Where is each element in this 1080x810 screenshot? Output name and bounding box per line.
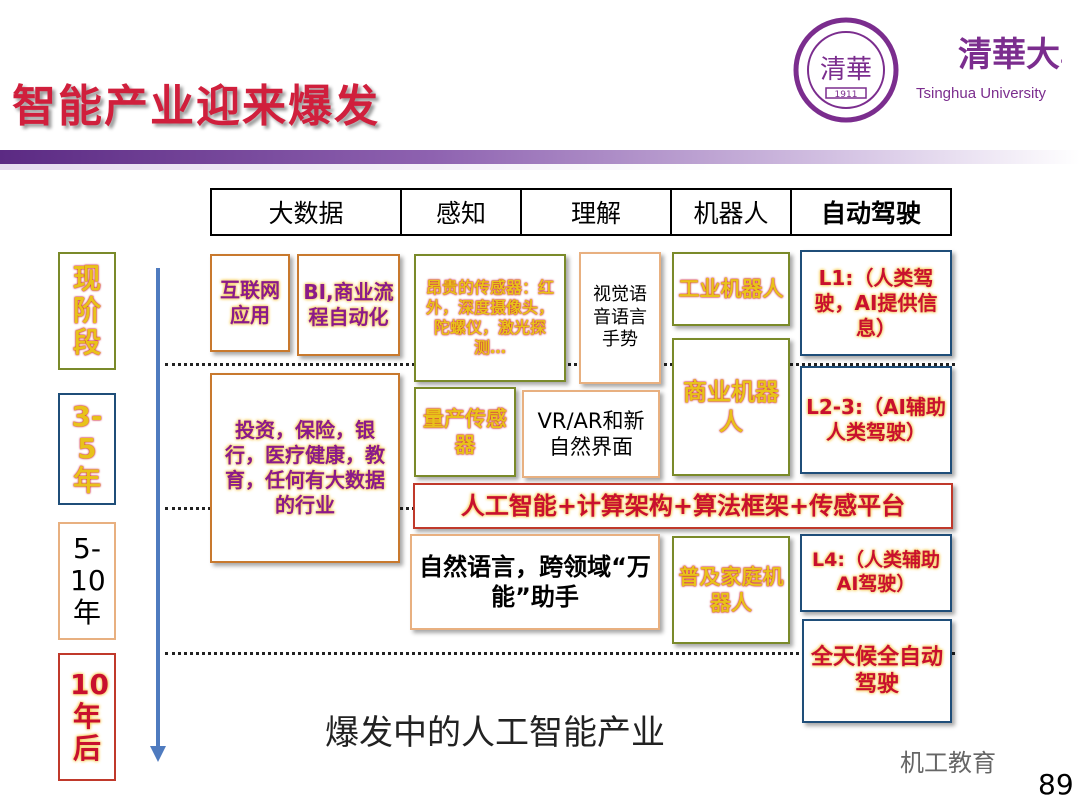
- cell-l4: L4:（人类辅助AI驾驶）: [800, 534, 952, 612]
- cell-expensive-sensors: 昂贵的传感器：红外，深度摄像头，陀螺仪，激光探测…: [414, 254, 566, 382]
- cell-vision-speech: 视觉语音语言手势: [579, 252, 661, 384]
- svg-text:清華大學: 清華大學: [958, 35, 1062, 75]
- cell-l2-3: L2-3:（AI辅助人类驾驶）: [800, 366, 952, 474]
- cell-mass-sensors: 量产传感器: [414, 387, 516, 477]
- watermark: 机工教育: [900, 749, 996, 777]
- header-understanding: 理解: [520, 188, 672, 236]
- cell-nlp-assistant: 自然语言，跨领域“万能”助手: [410, 534, 660, 630]
- cell-internet-apps: 互联网应用: [210, 254, 290, 352]
- cell-ai-platform: 人工智能+计算架构+算法框架+传感平台: [413, 483, 953, 529]
- cell-bi-automation: BI,商业流程自动化: [297, 254, 400, 356]
- cell-finance-health: 投资，保险，银行，医疗健康，教育，任何有大数据的行业: [210, 373, 400, 563]
- svg-text:清華: 清華: [820, 55, 872, 85]
- cell-commercial-robot: 商业机器人: [672, 338, 790, 476]
- header-robot: 机器人: [670, 188, 792, 236]
- title-divider-shade: [0, 164, 1080, 170]
- cell-home-robot: 普及家庭机器人: [672, 536, 790, 644]
- page-number: 89: [1038, 768, 1074, 801]
- stage-3-5-years: 3-5年: [58, 393, 116, 505]
- header-autonomous-driving: 自动驾驶: [790, 188, 952, 236]
- header-perception: 感知: [400, 188, 522, 236]
- stage-separator: [165, 652, 955, 655]
- stage-current: 现阶段: [58, 252, 116, 370]
- title-divider: [0, 150, 1080, 164]
- page-title: 智能产业迎来爆发: [12, 81, 380, 132]
- cell-l1: L1:（人类驾驶，AI提供信息）: [800, 250, 952, 356]
- stage-10-years-later: 10年后: [58, 653, 116, 781]
- svg-text:1911: 1911: [835, 90, 858, 100]
- tsinghua-logo: 清華 1911 清華大學 Tsinghua University: [790, 14, 1080, 126]
- timeline-arrow: [148, 268, 168, 763]
- cell-industrial-robot: 工业机器人: [672, 252, 790, 326]
- cell-vr-ar: VR/AR和新自然界面: [522, 390, 660, 478]
- stage-5-10-years: 5-10年: [58, 522, 116, 640]
- cell-full-autonomy: 全天候全自动驾驶: [802, 619, 952, 723]
- svg-text:Tsinghua University: Tsinghua University: [916, 85, 1047, 102]
- figure-caption: 爆发中的人工智能产业: [325, 713, 665, 753]
- header-bigdata: 大数据: [210, 188, 402, 236]
